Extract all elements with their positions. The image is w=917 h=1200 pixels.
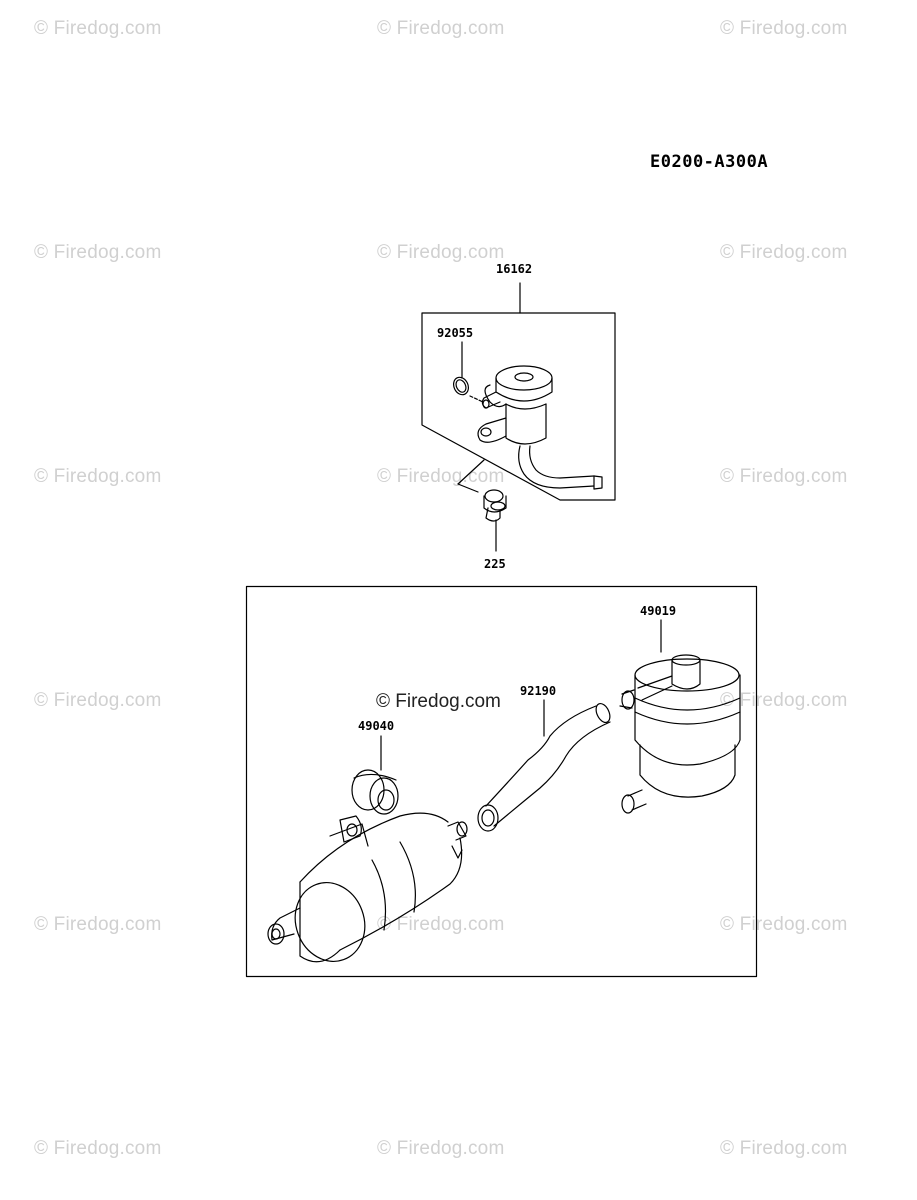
part-label-16162[interactable]: 16162 [496,262,533,276]
fuel-filter-49019 [619,619,741,814]
part-label-49040[interactable]: 49040 [358,719,395,733]
watermark: © Firedog.com [720,690,848,711]
watermark: © Firedog.com [377,242,505,263]
watermark: © Firedog.com [34,1138,162,1159]
regulator-frame [421,312,616,501]
part-label-49019[interactable]: 49019 [640,604,677,618]
watermark: © Firedog.com [720,18,848,39]
watermark: © Firedog.com [720,242,848,263]
watermark: © Firedog.com [34,18,162,39]
o-ring-92055 [453,376,469,396]
part-label-92190[interactable]: 92190 [520,684,557,698]
watermark: © Firedog.com [720,1138,848,1159]
regulator-group [421,282,616,552]
fuel-hose-92190 [477,699,611,832]
part-label-92055[interactable]: 92055 [437,326,474,340]
fuel-pump-49040 [267,735,468,963]
pressure-regulator-16162 [477,365,603,490]
diagram-code: E0200-A300A [650,152,769,172]
watermark: © Firedog.com [377,1138,505,1159]
bolt-225 [483,489,507,552]
watermark: © Firedog.com [34,242,162,263]
watermark: © Firedog.com [34,690,162,711]
part-label-225[interactable]: 225 [484,557,506,571]
watermark: © Firedog.com [377,18,505,39]
watermark: © Firedog.com [34,914,162,935]
watermark: © Firedog.com [377,914,505,935]
watermark-center: © Firedog.com [376,691,501,712]
watermark: © Firedog.com [34,466,162,487]
lower-frame [245,585,758,978]
watermark: © Firedog.com [720,914,848,935]
watermark: © Firedog.com [720,466,848,487]
